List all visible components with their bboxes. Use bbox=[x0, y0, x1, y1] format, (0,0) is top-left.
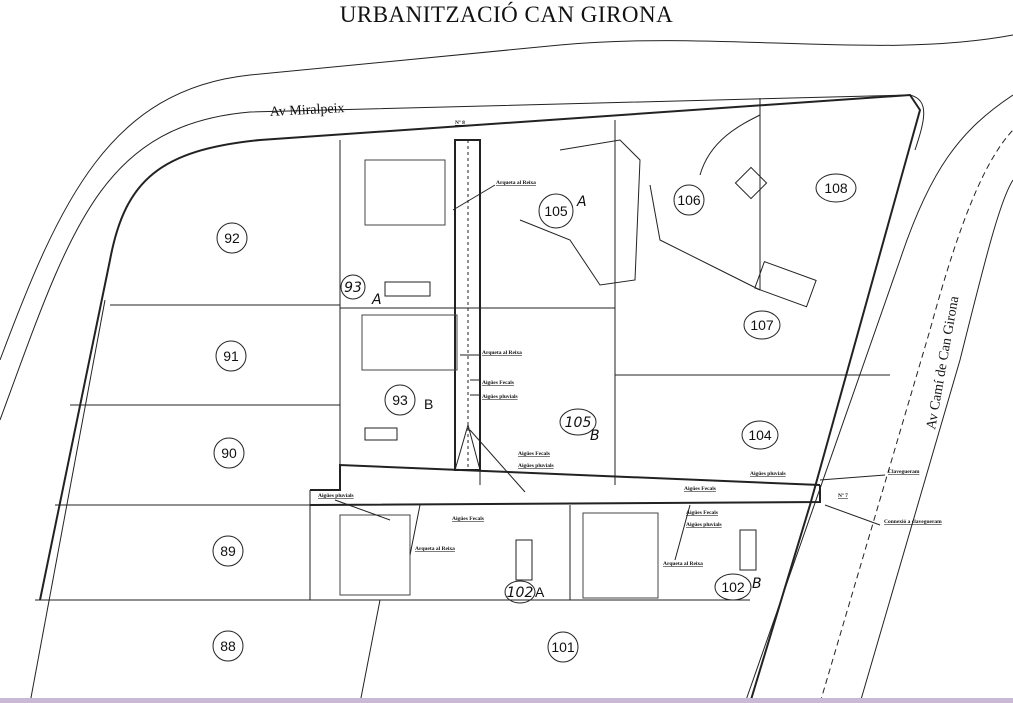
bottom-edge-bar bbox=[0, 698, 1013, 703]
note-clavegueram: Clavegueram bbox=[888, 469, 920, 475]
lot-93b: 93 bbox=[392, 392, 408, 408]
note-arqueta-1: Arqueta al Reixa bbox=[496, 180, 536, 186]
lot-102a-suffix: A bbox=[535, 584, 545, 600]
lot-labels: 92 91 90 89 88 93 A 93 B 105 A 105 B 106… bbox=[220, 180, 848, 655]
note-arqueta-3: Arqueta al Reixa bbox=[415, 546, 455, 552]
street-av-miralpeix: Av Miralpeix bbox=[269, 101, 344, 120]
note-fecals-3: Aigües Fecals bbox=[452, 516, 484, 522]
road-east-3 bbox=[859, 179, 1013, 703]
road-east-2 bbox=[819, 129, 1013, 703]
lot-92: 92 bbox=[224, 230, 240, 246]
note-connexio: Connexió a clavegueram bbox=[884, 519, 942, 525]
lot-88: 88 bbox=[220, 638, 236, 654]
map-title: URBANITZACIÓ CAN GIRONA bbox=[339, 2, 674, 27]
lot-circles bbox=[212, 173, 857, 663]
note-pluvials-2: Aigües pluvials bbox=[518, 463, 554, 469]
lot-93a-suffix: A bbox=[371, 292, 382, 308]
lot-101: 101 bbox=[551, 639, 575, 655]
note-n8: Nº 8 bbox=[455, 120, 465, 126]
note-arqueta-4: Arqueta al Reixa bbox=[663, 561, 703, 567]
lot-102a: 102 bbox=[507, 585, 534, 601]
lot-104: 104 bbox=[748, 427, 772, 443]
lot-90: 90 bbox=[221, 445, 237, 461]
lot-93a: 93 bbox=[344, 280, 362, 296]
note-pluvials-3: Aigües pluvials bbox=[318, 493, 354, 499]
lot-102b: 102 bbox=[721, 579, 745, 595]
lot-105b-suffix: B bbox=[590, 428, 600, 444]
note-fecals-5: Aigües Fecals bbox=[686, 510, 718, 516]
street-av-cami-can-girona: Av Camí de Can Girona bbox=[924, 294, 962, 430]
lot-93b-suffix: B bbox=[424, 396, 433, 412]
road-edge-inner bbox=[0, 94, 925, 421]
lot-89: 89 bbox=[220, 543, 236, 559]
annotations: Arqueta al Reixa Arqueta al Reixa Aigües… bbox=[318, 120, 942, 567]
lot-105b: 105 bbox=[565, 415, 592, 431]
note-pluvials-4: Aigües pluvials bbox=[686, 522, 722, 528]
road-east-1 bbox=[744, 94, 1013, 703]
lot-107: 107 bbox=[750, 317, 774, 333]
note-fecals-1: Aigües Fecals bbox=[482, 380, 514, 386]
road-edge-outer bbox=[0, 34, 1013, 361]
lot-108: 108 bbox=[824, 180, 848, 196]
note-fecals-4: Aigües Fecals bbox=[684, 486, 716, 492]
note-pluvials-5: Aigües pluvials bbox=[750, 471, 786, 477]
note-fecals-2: Aigües Fecals bbox=[518, 451, 550, 457]
note-arqueta-2: Arqueta al Reixa bbox=[482, 350, 522, 356]
lot-106: 106 bbox=[677, 192, 701, 208]
lot-105a: 105 bbox=[544, 203, 568, 219]
note-pluvials-1: Aigües pluvials bbox=[482, 394, 518, 400]
note-n7: Nº 7 bbox=[838, 493, 848, 499]
lot-102b-suffix: B bbox=[752, 576, 762, 592]
lot-91: 91 bbox=[223, 348, 239, 364]
plot-boundary bbox=[39, 93, 922, 703]
lot-105a-suffix: A bbox=[576, 194, 587, 210]
